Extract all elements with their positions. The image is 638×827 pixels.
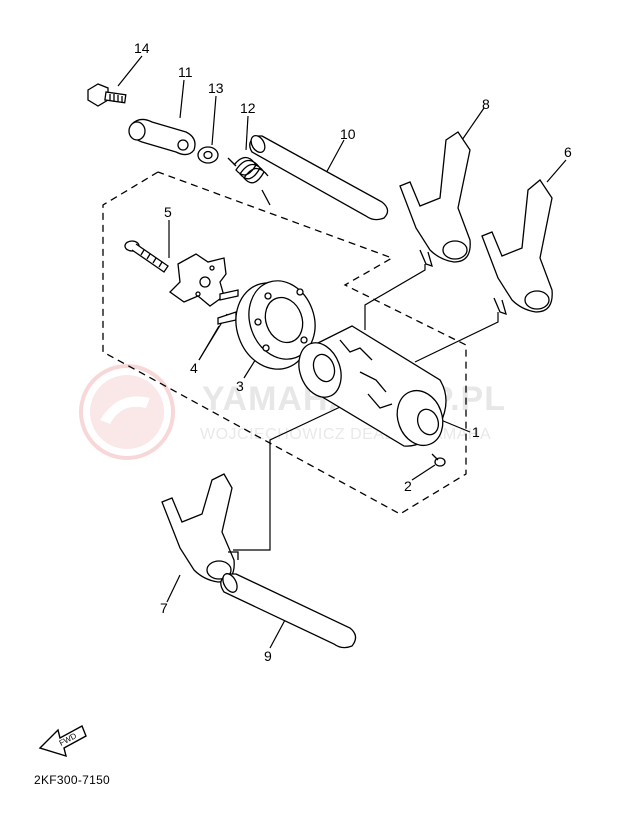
shift-drum-part-1 xyxy=(298,325,447,447)
part-label-1: 1 xyxy=(472,424,480,440)
washer-part-13 xyxy=(197,146,219,164)
part-label-8: 8 xyxy=(482,96,490,112)
part-label-9: 9 xyxy=(264,648,272,664)
fwd-arrow-icon: FWD xyxy=(38,725,87,758)
segment-plate xyxy=(168,253,239,325)
watermark-logo-icon xyxy=(79,364,175,460)
screw-part-5 xyxy=(124,240,169,273)
diagram-code: 2KF300-7150 xyxy=(34,773,111,787)
part-label-11: 11 xyxy=(178,64,193,80)
part-label-2: 2 xyxy=(404,478,412,494)
part-label-4: 4 xyxy=(190,360,198,376)
part-label-3: 3 xyxy=(236,378,244,394)
part-label-14: 14 xyxy=(134,40,150,56)
screw-part-2 xyxy=(431,453,446,467)
shift-fork-part-8 xyxy=(399,131,471,268)
part-label-5: 5 xyxy=(164,204,172,220)
part-label-12: 12 xyxy=(240,100,256,116)
assembly-dashed-outline xyxy=(102,171,467,515)
part-label-13: 13 xyxy=(208,80,224,96)
part-label-7: 7 xyxy=(160,600,168,616)
shaft-part-9 xyxy=(220,573,357,649)
leader-lines xyxy=(117,55,567,649)
bolt-part-14 xyxy=(87,83,127,107)
spring-part-12 xyxy=(227,156,271,206)
part-label-6: 6 xyxy=(564,144,572,160)
shift-fork-part-6 xyxy=(481,179,553,316)
shift-fork-part-7 xyxy=(161,473,239,583)
bearing-part-3 xyxy=(235,280,316,370)
lever-part-11 xyxy=(128,118,196,156)
shaft-part-10 xyxy=(249,134,389,221)
part-label-10: 10 xyxy=(340,126,356,142)
